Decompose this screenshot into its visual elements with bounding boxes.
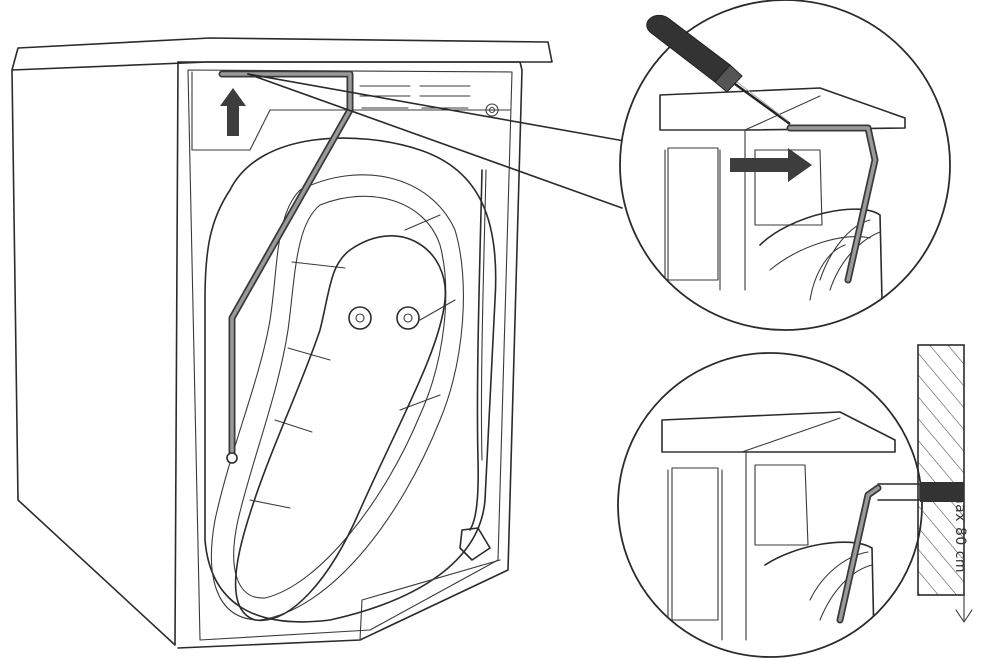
detail-circle-bottom bbox=[617, 344, 973, 658]
appliance-main-view bbox=[11, 37, 553, 649]
arrow-up-icon bbox=[220, 88, 246, 136]
wall-section bbox=[917, 344, 965, 596]
arrow-right-icon bbox=[730, 148, 812, 182]
detail-circle-top bbox=[619, 0, 951, 331]
callout-lines bbox=[247, 73, 631, 209]
dimension-label: max 80 cm bbox=[952, 490, 968, 574]
screwdriver-icon bbox=[646, 14, 791, 126]
